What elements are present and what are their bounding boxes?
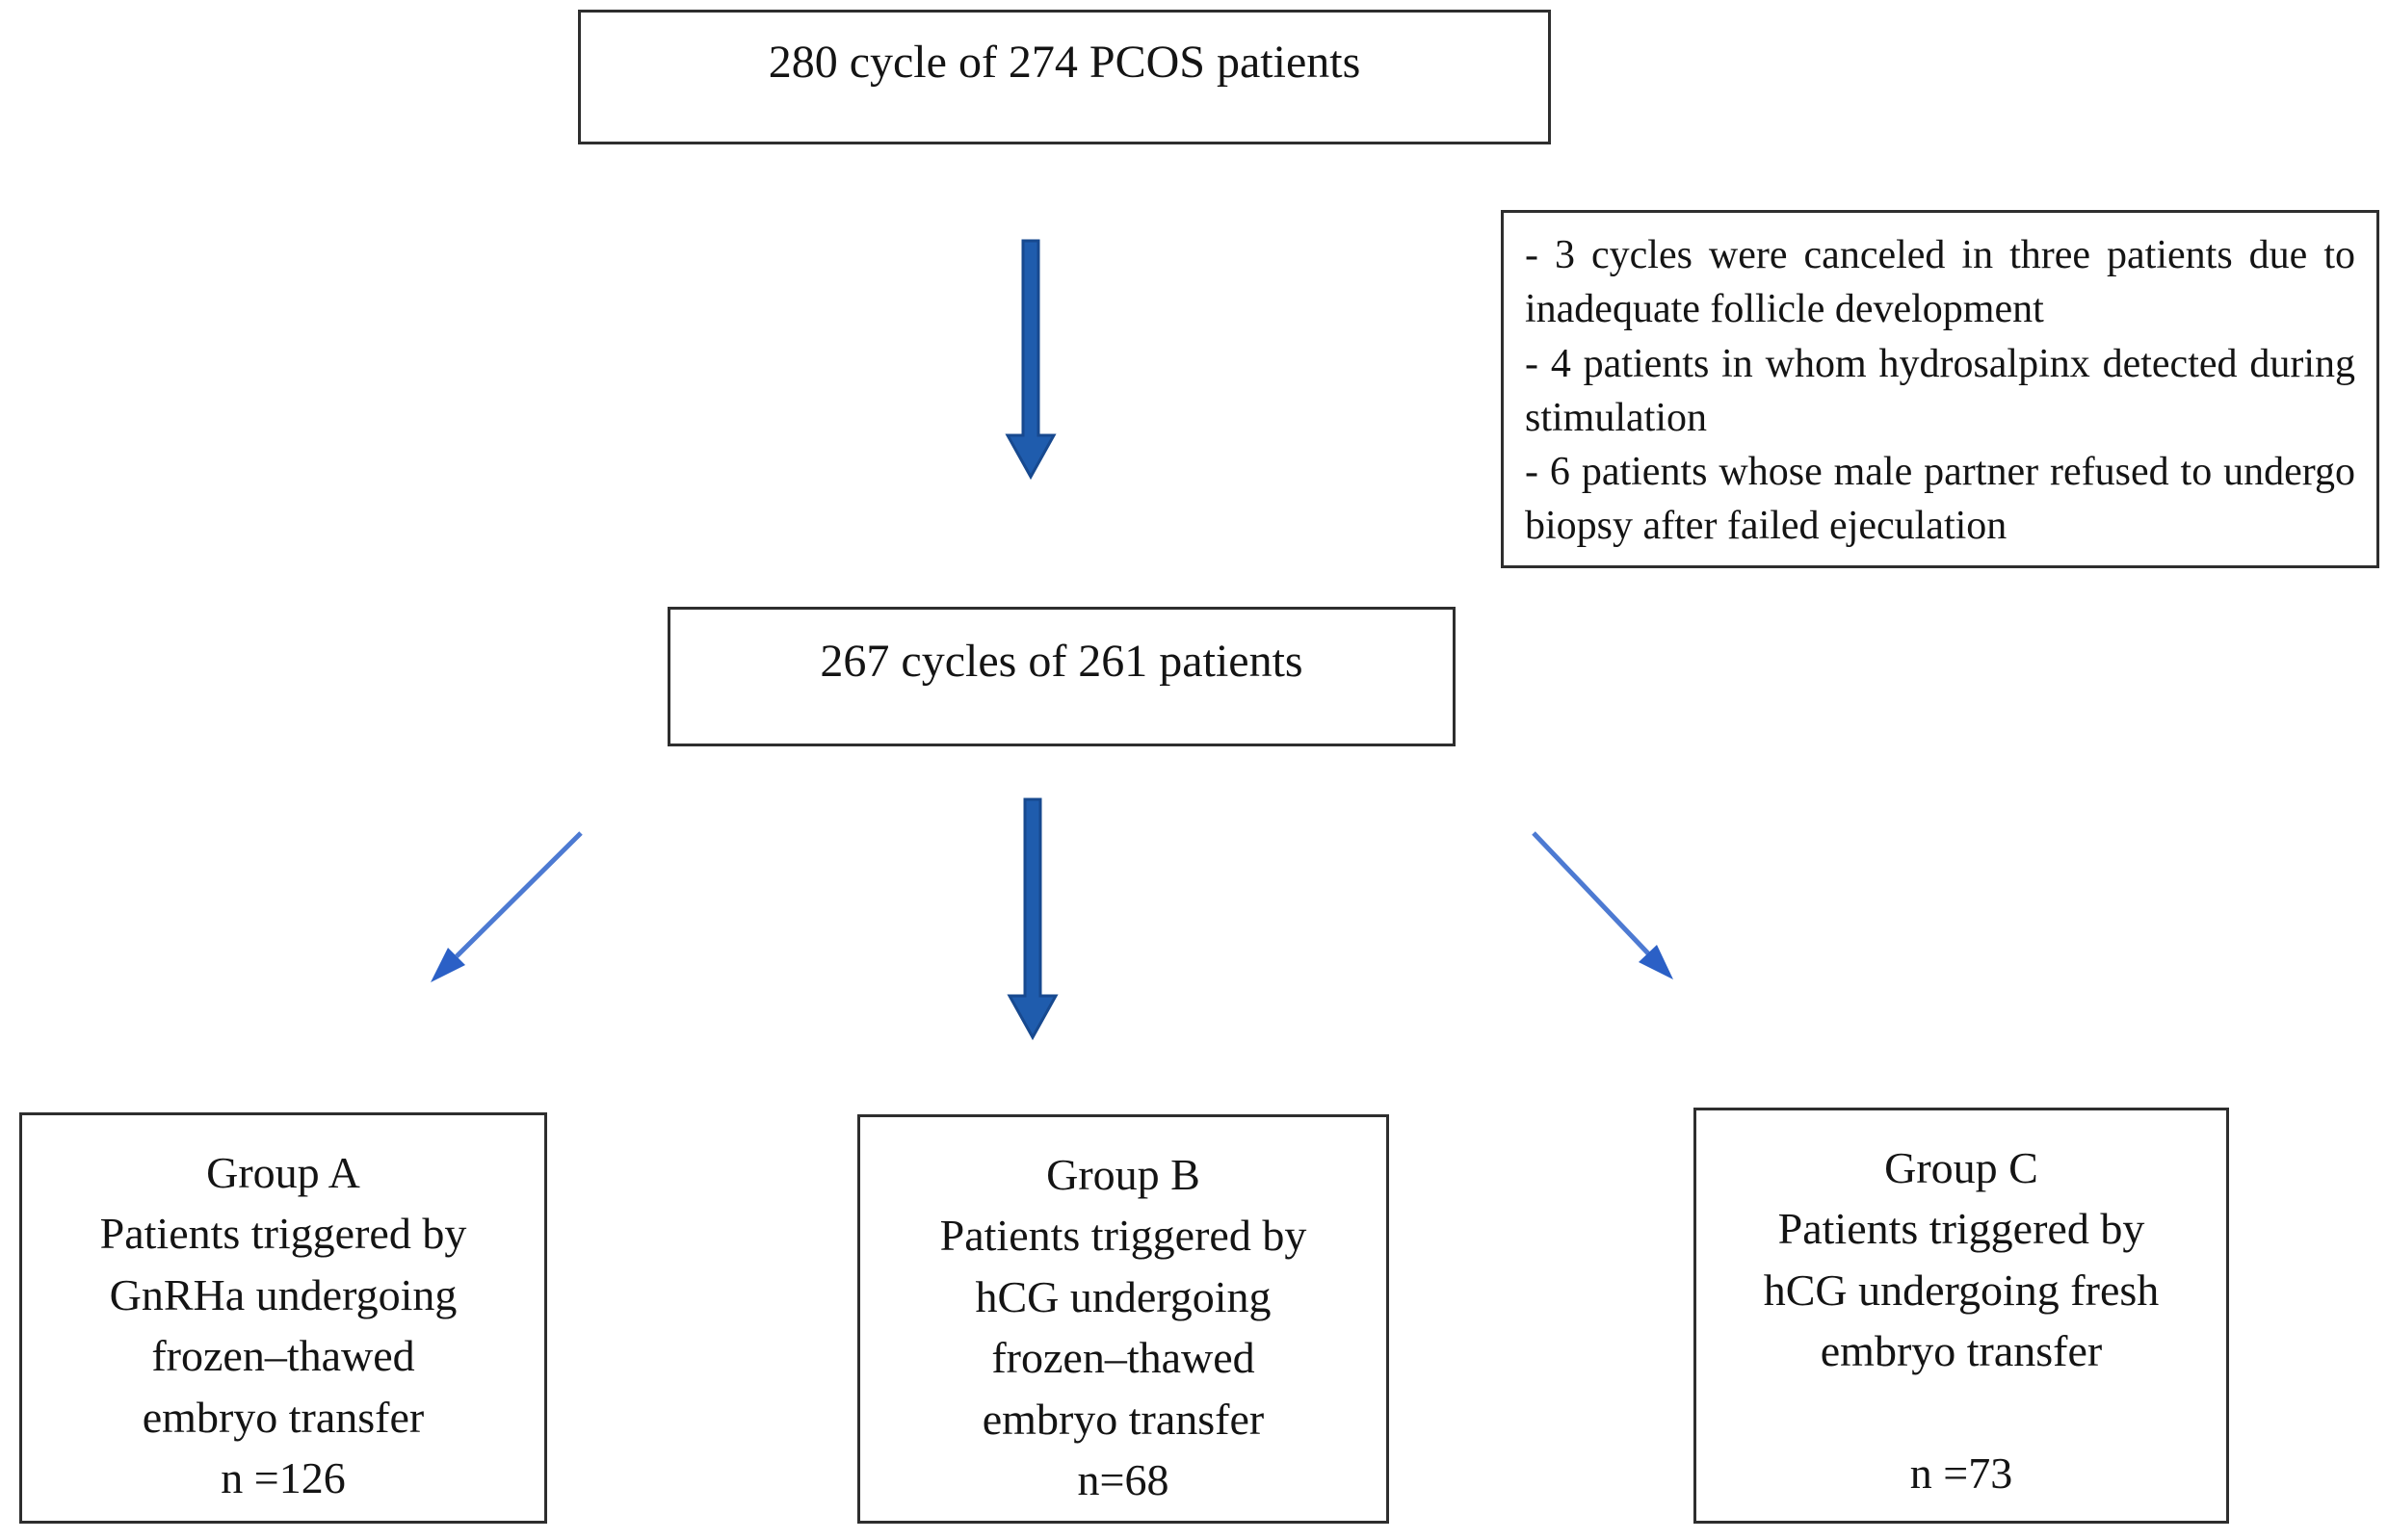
box-total-cycles: 280 cycle of 274 PCOS patients [578, 10, 1551, 144]
group-a-line: Group A [206, 1148, 360, 1197]
arrow-middle-to-group-a-icon [431, 831, 583, 982]
group-c-line: embryo transfer [1820, 1326, 2103, 1376]
group-a-line: frozen–thawed [151, 1331, 415, 1381]
group-a-line: Patients triggered by [99, 1209, 467, 1259]
group-b-count: n=68 [1077, 1455, 1169, 1505]
group-a-line: GnRHa undergoing [109, 1269, 458, 1319]
arrow-top-to-middle-icon [1005, 239, 1057, 481]
box-exclusion-criteria: - 3 cycles were canceled in three patien… [1501, 210, 2379, 568]
group-b-line: Group B [1046, 1150, 1200, 1199]
group-b-line: Patients triggered by [939, 1211, 1307, 1261]
group-c-line: hCG undergoing fresh [1763, 1265, 2160, 1315]
arrow-middle-to-group-b-icon [1007, 797, 1059, 1041]
group-a-count: n =126 [221, 1453, 346, 1503]
exclusion-item: - 3 cycles were canceled in three patien… [1525, 233, 2355, 332]
group-b-line: embryo transfer [982, 1394, 1265, 1444]
box-group-b: Group B Patients triggered by hCG underg… [857, 1114, 1389, 1524]
group-a-line: embryo transfer [142, 1392, 425, 1442]
group-b-line: hCG undergoing [975, 1271, 1272, 1321]
group-b-line: frozen–thawed [991, 1333, 1255, 1383]
group-c-line: Patients triggered by [1777, 1204, 2145, 1254]
exclusion-item: - 6 patients whose male partner refused … [1525, 450, 2355, 549]
box-group-a: Group A Patients triggered by GnRHa unde… [19, 1112, 547, 1524]
exclusion-item: - 4 patients in whom hydrosalpinx detect… [1525, 341, 2355, 440]
included-cycles-text: 267 cycles of 261 patients [820, 636, 1303, 687]
group-c-line: Group C [1884, 1143, 2038, 1192]
box-included-cycles: 267 cycles of 261 patients [668, 607, 1456, 746]
group-c-count: n =73 [1909, 1449, 2013, 1499]
group-c-spacer [1696, 1382, 2226, 1443]
arrow-middle-to-group-c-icon [1532, 831, 1673, 979]
total-cycles-text: 280 cycle of 274 PCOS patients [768, 37, 1361, 88]
box-group-c: Group C Patients triggered by hCG underg… [1693, 1108, 2229, 1524]
